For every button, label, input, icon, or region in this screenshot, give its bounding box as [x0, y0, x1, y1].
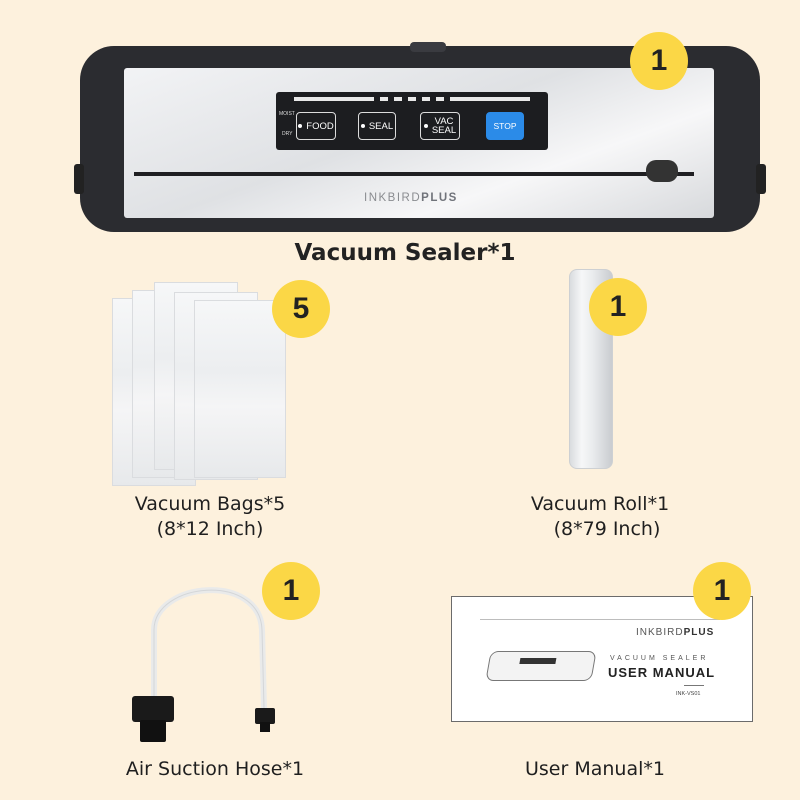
air-suction-hose-image: [132, 587, 275, 742]
sealer-caption: Vacuum Sealer*1: [294, 240, 516, 266]
dry-label: DRY: [282, 131, 293, 137]
roll-quantity-badge: 1: [589, 278, 647, 336]
sealer-quantity-badge: 1: [630, 32, 688, 90]
sealer-bag-slot: [134, 172, 694, 176]
sealer-latch: [646, 160, 678, 182]
manual-quantity-badge: 1: [693, 562, 751, 620]
hose-caption: Air Suction Hose*1: [125, 758, 305, 780]
bags-caption: Vacuum Bags*5 (8*12 Inch): [134, 493, 286, 540]
sealer-top-tab: [410, 42, 446, 52]
sealer-left-nub: [74, 164, 84, 194]
stop-button: STOP: [486, 112, 524, 140]
sealer-right-nub: [756, 164, 766, 194]
user-manual-image: INKBIRDPLUS VACUUM SEALER USER MANUAL IN…: [451, 596, 753, 722]
manual-caption: User Manual*1: [525, 758, 665, 780]
manual-subtitle: VACUUM SEALER: [610, 655, 709, 662]
hose-quantity-badge: 1: [262, 562, 320, 620]
food-button: FOOD: [296, 112, 336, 140]
roll-caption: Vacuum Roll*1 (8*79 Inch): [530, 493, 670, 540]
manual-title: USER MANUAL: [608, 665, 716, 680]
seal-button: SEAL: [358, 112, 396, 140]
moist-label: MOIST: [279, 111, 295, 117]
manual-model: INK-VS01: [676, 691, 701, 697]
manual-sealer-illustration: [485, 651, 597, 681]
sealer-brand: INKBIRDPLUS: [364, 192, 458, 204]
manual-brand: INKBIRDPLUS: [636, 627, 715, 638]
bags-quantity-badge: 5: [272, 280, 330, 338]
